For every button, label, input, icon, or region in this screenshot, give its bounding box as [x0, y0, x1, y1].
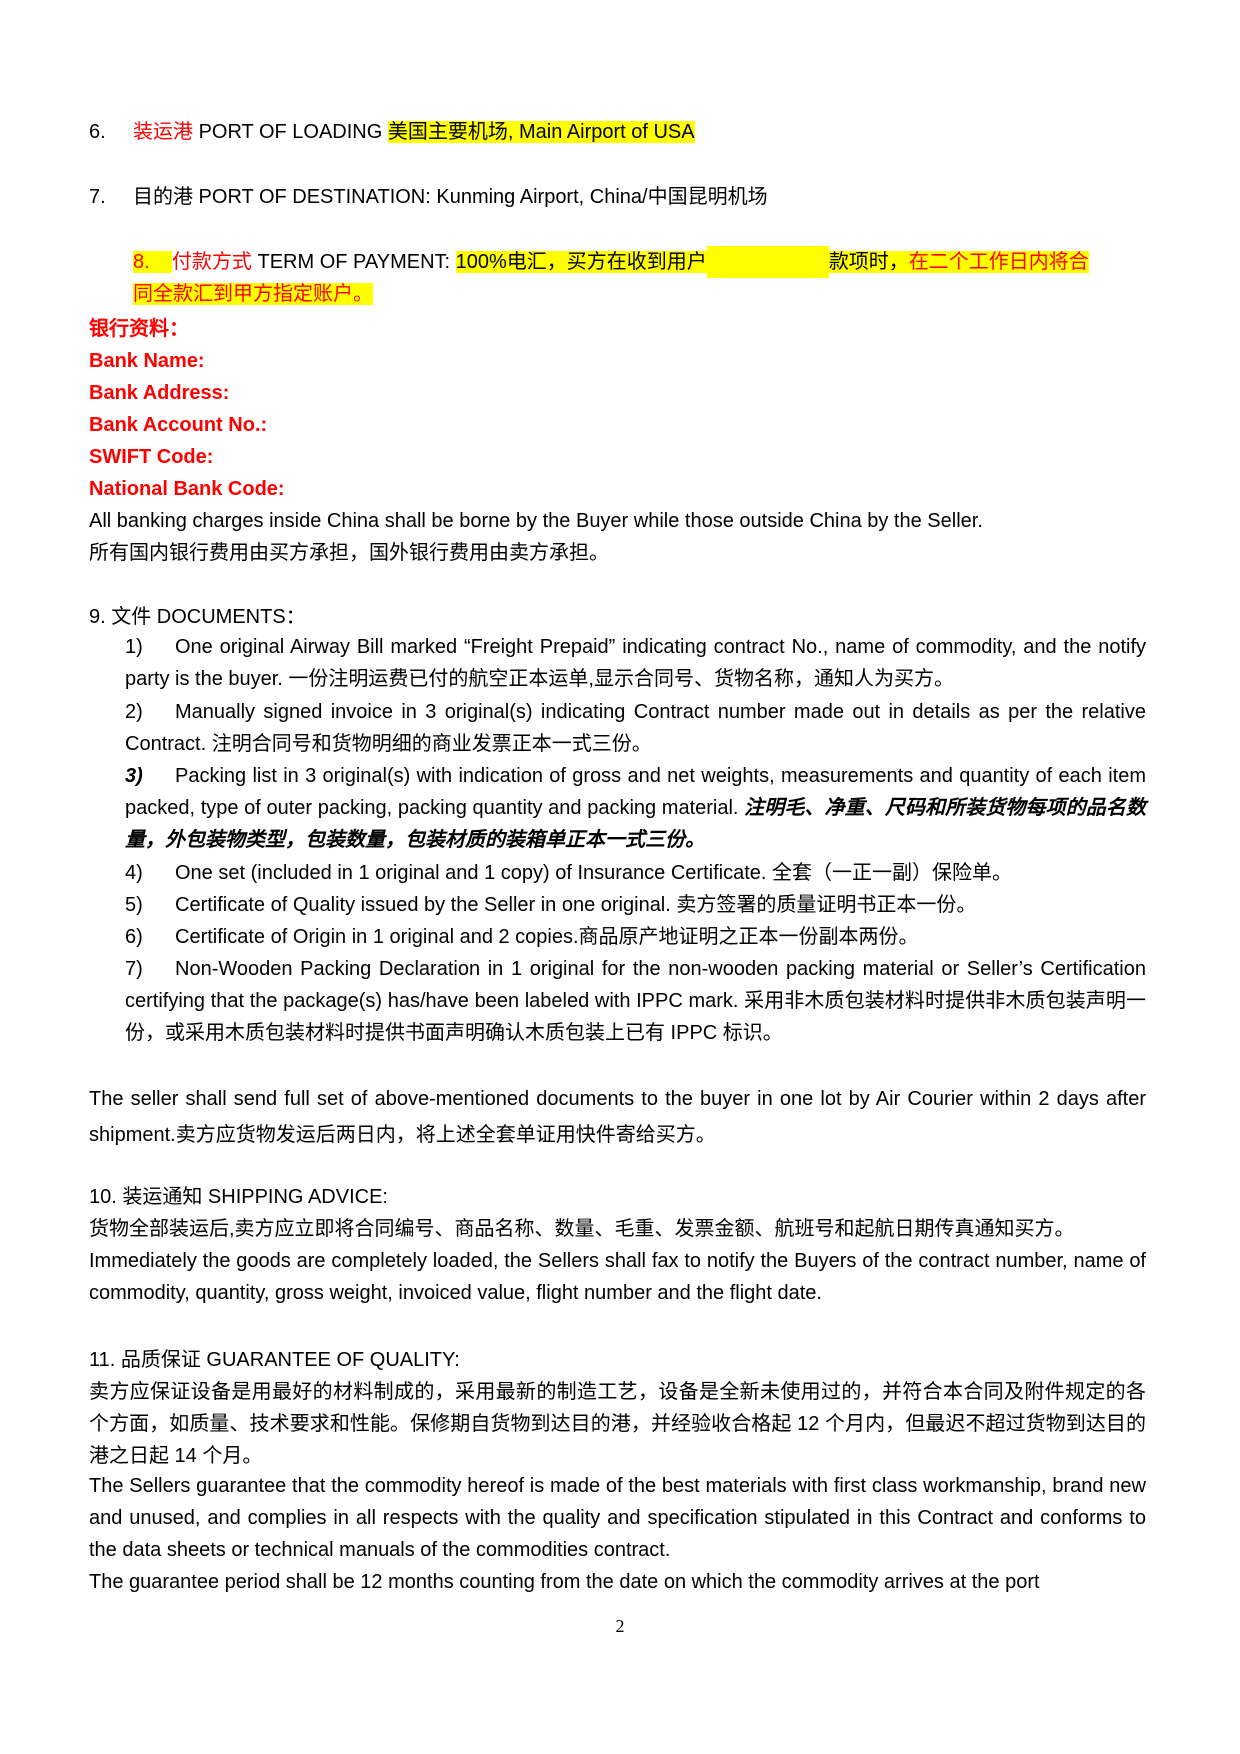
item-text: Manually signed invoice in 3 original(s)…	[125, 701, 1146, 755]
guarantee-cn: 卖方应保证设备是用最好的材料制成的，采用最新的制造工艺，设备是全新未使用过的，并…	[89, 1381, 1146, 1467]
item-text: Certificate of Quality issued by the Sel…	[175, 894, 977, 916]
item-text-cn-bold: 注明毛、净重、尺码和所装货物每项的品名数量，外包装物类型，包装数量，包装材质的装…	[125, 797, 1147, 851]
shipping-advice-en: Immediately the goods are completely loa…	[89, 1250, 1146, 1304]
documents-heading: 9. 文件 DOCUMENTS：	[89, 606, 306, 628]
port-of-destination-text: 目的港 PORT OF DESTINATION: Kunming Airport…	[133, 186, 768, 208]
page-number: 2	[615, 1616, 625, 1636]
bank-address-label: Bank Address:	[89, 382, 230, 404]
banking-charges-cn: 所有国内银行费用由买方承担，国外银行费用由卖方承担。	[89, 542, 609, 564]
section-port-of-destination: 7. 目的港 PORT OF DESTINATION: Kunming Airpo…	[89, 181, 1146, 213]
document-item: 7) Non-Wooden Packing Declaration in 1 o…	[125, 953, 1146, 1049]
swift-code-label: SWIFT Code:	[89, 446, 214, 468]
item-number: 2)	[125, 701, 143, 723]
shipping-advice-heading: 10. 装运通知 SHIPPING ADVICE:	[89, 1186, 388, 1208]
port-of-loading-label-cn: 装运港	[133, 121, 193, 143]
section-number: 7.	[89, 186, 106, 208]
guarantee-heading: 11. 品质保证 GUARANTEE OF QUALITY:	[89, 1349, 460, 1371]
guarantee-en-2: The guarantee period shall be 12 months …	[89, 1571, 1040, 1593]
guarantee-en-1: The Sellers guarantee that the commodity…	[89, 1475, 1146, 1561]
document-item: 1) One original Airway Bill marked “Frei…	[125, 631, 1146, 695]
bank-info-title: 银行资料：	[89, 318, 189, 340]
payment-label-cn: 付款方式	[171, 251, 252, 273]
shipping-advice-cn: 货物全部装运后,卖方应立即将合同编号、商品名称、数量、毛重、发票金额、航班号和起…	[89, 1218, 1075, 1240]
item-number: 1)	[125, 636, 143, 658]
section-term-of-payment: 8. 付款方式 TERM OF PAYMENT: 100%电汇，买方在收到用户 …	[133, 246, 1146, 310]
port-of-loading-value: 美国主要机场, Main Airport of USA	[387, 121, 695, 143]
documents-send-paragraph: The seller shall send full set of above-…	[89, 1088, 1146, 1146]
document-item: 3) Packing list in 3 original(s) with in…	[125, 760, 1146, 856]
payment-percent: 100%	[455, 251, 507, 273]
banking-charges: All banking charges inside China shall b…	[89, 505, 1146, 569]
item-text: One set (included in 1 original and 1 co…	[175, 862, 1012, 884]
item-number: 4)	[125, 862, 143, 884]
item-text: Non-Wooden Packing Declaration in 1 orig…	[125, 958, 1146, 1044]
item-number: 7)	[125, 958, 143, 980]
payment-label-en: TERM OF PAYMENT:	[257, 251, 451, 273]
item-text: One original Airway Bill marked “Freight…	[125, 636, 1146, 690]
item-text: Packing list in 3 original(s) with indic…	[125, 765, 1146, 819]
item-number: 6)	[125, 926, 143, 948]
payment-text-4: 同全款汇到甲方指定账户。	[133, 283, 373, 305]
document-item: 4) One set (included in 1 original and 1…	[125, 857, 1146, 889]
payment-text-1: 电汇，买方在收到用户	[506, 251, 707, 273]
item-text: Certificate of Origin in 1 original and …	[175, 926, 919, 948]
document-item: 2) Manually signed invoice in 3 original…	[125, 696, 1146, 760]
bank-name-label: Bank Name:	[89, 350, 205, 372]
item-number: 3)	[125, 765, 143, 787]
payment-text-3: 在二个工作日内将合	[908, 251, 1089, 273]
bank-account-label: Bank Account No.:	[89, 414, 268, 436]
payment-text-2: 款项时，	[828, 251, 909, 273]
section-port-of-loading: 6. 装运港 PORT OF LOADING 美国主要机场, Main Airpo…	[89, 116, 1146, 148]
national-bank-code-label: National Bank Code:	[89, 478, 285, 500]
port-of-loading-label-en: PORT OF LOADING	[198, 121, 383, 143]
document-item: 6) Certificate of Origin in 1 original a…	[125, 921, 1146, 953]
bank-info: 银行资料： Bank Name: Bank Address: Bank Acco…	[89, 313, 1146, 505]
section-number: 6.	[89, 121, 106, 143]
item-number: 5)	[125, 894, 143, 916]
section-number: 8.	[133, 251, 150, 273]
banking-charges-en: All banking charges inside China shall b…	[89, 510, 983, 532]
document-item: 5) Certificate of Quality issued by the …	[125, 889, 1146, 921]
